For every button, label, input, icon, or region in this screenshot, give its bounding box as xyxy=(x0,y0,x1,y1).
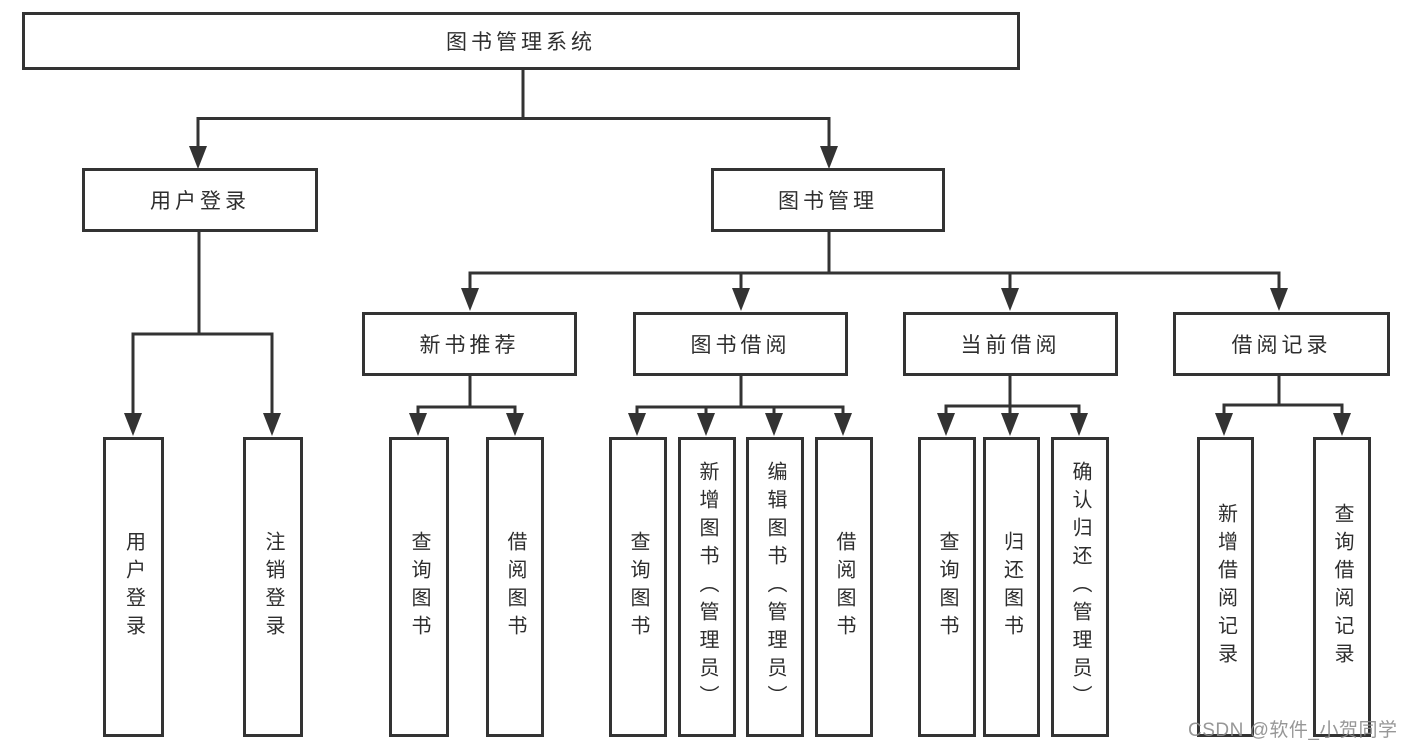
leaf-query-borrow-record-label: 查询借阅记录 xyxy=(1331,503,1353,671)
leaf-add-book-admin: 新增图书（管理员） xyxy=(678,437,736,737)
leaf-edit-book-admin-label: 编辑图书（管理员） xyxy=(764,461,786,713)
leaf-borrow-books-borrowing-label: 借阅图书 xyxy=(833,531,855,643)
leaf-return-books: 归还图书 xyxy=(983,437,1040,737)
node-book-borrowing: 图书借阅 xyxy=(633,312,848,376)
leaf-confirm-return-admin-label: 确认归还（管理员） xyxy=(1069,461,1091,713)
branch-user-login-to-leaves xyxy=(124,232,281,436)
node-user-login-label: 用户登录 xyxy=(150,190,250,213)
leaf-query-books-current: 查询图书 xyxy=(918,437,976,737)
node-book-management: 图书管理 xyxy=(711,168,945,232)
node-current-borrowing-label: 当前借阅 xyxy=(960,334,1061,357)
leaf-return-books-label: 归还图书 xyxy=(1000,531,1023,643)
leaf-query-borrow-record: 查询借阅记录 xyxy=(1313,437,1371,737)
leaf-borrow-books-borrowing: 借阅图书 xyxy=(815,437,873,737)
leaf-query-books-recommend: 查询图书 xyxy=(389,437,449,737)
branch-new-book-recommend-to-leaves xyxy=(409,376,524,436)
node-root-label: 图书管理系统 xyxy=(446,31,596,54)
branch-borrowing-records-to-leaves xyxy=(1215,376,1351,436)
leaf-query-books-borrowing-label: 查询图书 xyxy=(627,531,649,643)
node-book-management-label: 图书管理 xyxy=(778,190,878,213)
leaf-user-login: 用户登录 xyxy=(103,437,164,737)
branch-book-management-to-level3 xyxy=(461,232,1288,311)
branch-root-to-level2 xyxy=(189,70,838,169)
node-borrowing-records: 借阅记录 xyxy=(1173,312,1390,376)
node-new-book-recommend: 新书推荐 xyxy=(362,312,577,376)
node-borrowing-records-label: 借阅记录 xyxy=(1231,334,1332,357)
branch-current-borrowing-to-leaves xyxy=(937,376,1088,436)
leaf-add-borrow-record-label: 新增借阅记录 xyxy=(1214,503,1237,671)
leaf-logout-label: 注销登录 xyxy=(262,531,284,643)
leaf-edit-book-admin: 编辑图书（管理员） xyxy=(746,437,804,737)
leaf-confirm-return-admin: 确认归还（管理员） xyxy=(1051,437,1109,737)
leaf-logout: 注销登录 xyxy=(243,437,303,737)
leaf-borrow-books-recommend-label: 借阅图书 xyxy=(504,531,526,643)
leaf-user-login-label: 用户登录 xyxy=(122,531,145,643)
node-root: 图书管理系统 xyxy=(22,12,1020,70)
node-user-login: 用户登录 xyxy=(82,168,318,232)
node-new-book-recommend-label: 新书推荐 xyxy=(419,334,520,357)
leaf-query-books-current-label: 查询图书 xyxy=(936,531,958,643)
leaf-borrow-books-recommend: 借阅图书 xyxy=(486,437,544,737)
node-book-borrowing-label: 图书借阅 xyxy=(690,334,791,357)
leaf-query-books-borrowing: 查询图书 xyxy=(609,437,667,737)
csdn-watermark: CSDN @软件_小贺同学 xyxy=(1188,720,1398,741)
node-current-borrowing: 当前借阅 xyxy=(903,312,1118,376)
leaf-query-books-recommend-label: 查询图书 xyxy=(408,531,430,643)
branch-book-borrowing-to-leaves xyxy=(628,376,852,436)
leaf-add-book-admin-label: 新增图书（管理员） xyxy=(696,461,718,713)
leaf-add-borrow-record: 新增借阅记录 xyxy=(1197,437,1254,737)
